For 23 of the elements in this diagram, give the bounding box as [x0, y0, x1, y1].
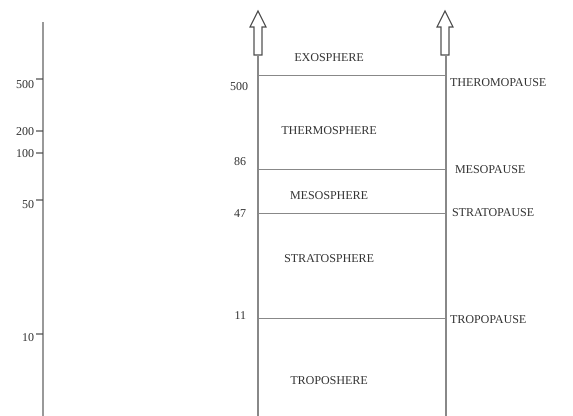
- layer-name: THERMOSPHERE: [280, 123, 378, 137]
- layer-name: MESOSPHERE: [288, 188, 370, 202]
- boundary-name: MESOPAUSE: [455, 162, 526, 176]
- boundary-name: TROPOPAUSE: [450, 312, 526, 326]
- altitude-value: 86: [234, 154, 246, 168]
- boundary-name: STRATOPAUSE: [452, 205, 534, 219]
- axis-tick-label: 50: [22, 197, 34, 211]
- atmosphere-layer-band: [257, 170, 447, 214]
- atmosphere-layer-band: [257, 76, 447, 170]
- altitude-value: 47: [234, 206, 246, 220]
- boundary-name: THEROMOPAUSE: [450, 75, 546, 89]
- axis-tick-label: 10: [22, 330, 34, 344]
- atmosphere-layer-band: [257, 55, 447, 76]
- axis-tick-label: 100: [16, 146, 34, 160]
- layer-name: EXOSPHERE: [293, 50, 365, 64]
- altitude-value: 500: [230, 79, 248, 93]
- axis-tick-label: 200: [16, 124, 34, 138]
- axis-tick-label: 500: [16, 77, 34, 91]
- layer-name: STRATOSPHERE: [283, 251, 375, 265]
- atmosphere-layer-band: [257, 319, 447, 416]
- layer-name: TROPOSHERE: [289, 373, 369, 387]
- altitude-value: 11: [234, 308, 246, 322]
- atmosphere-layer-band: [257, 214, 447, 319]
